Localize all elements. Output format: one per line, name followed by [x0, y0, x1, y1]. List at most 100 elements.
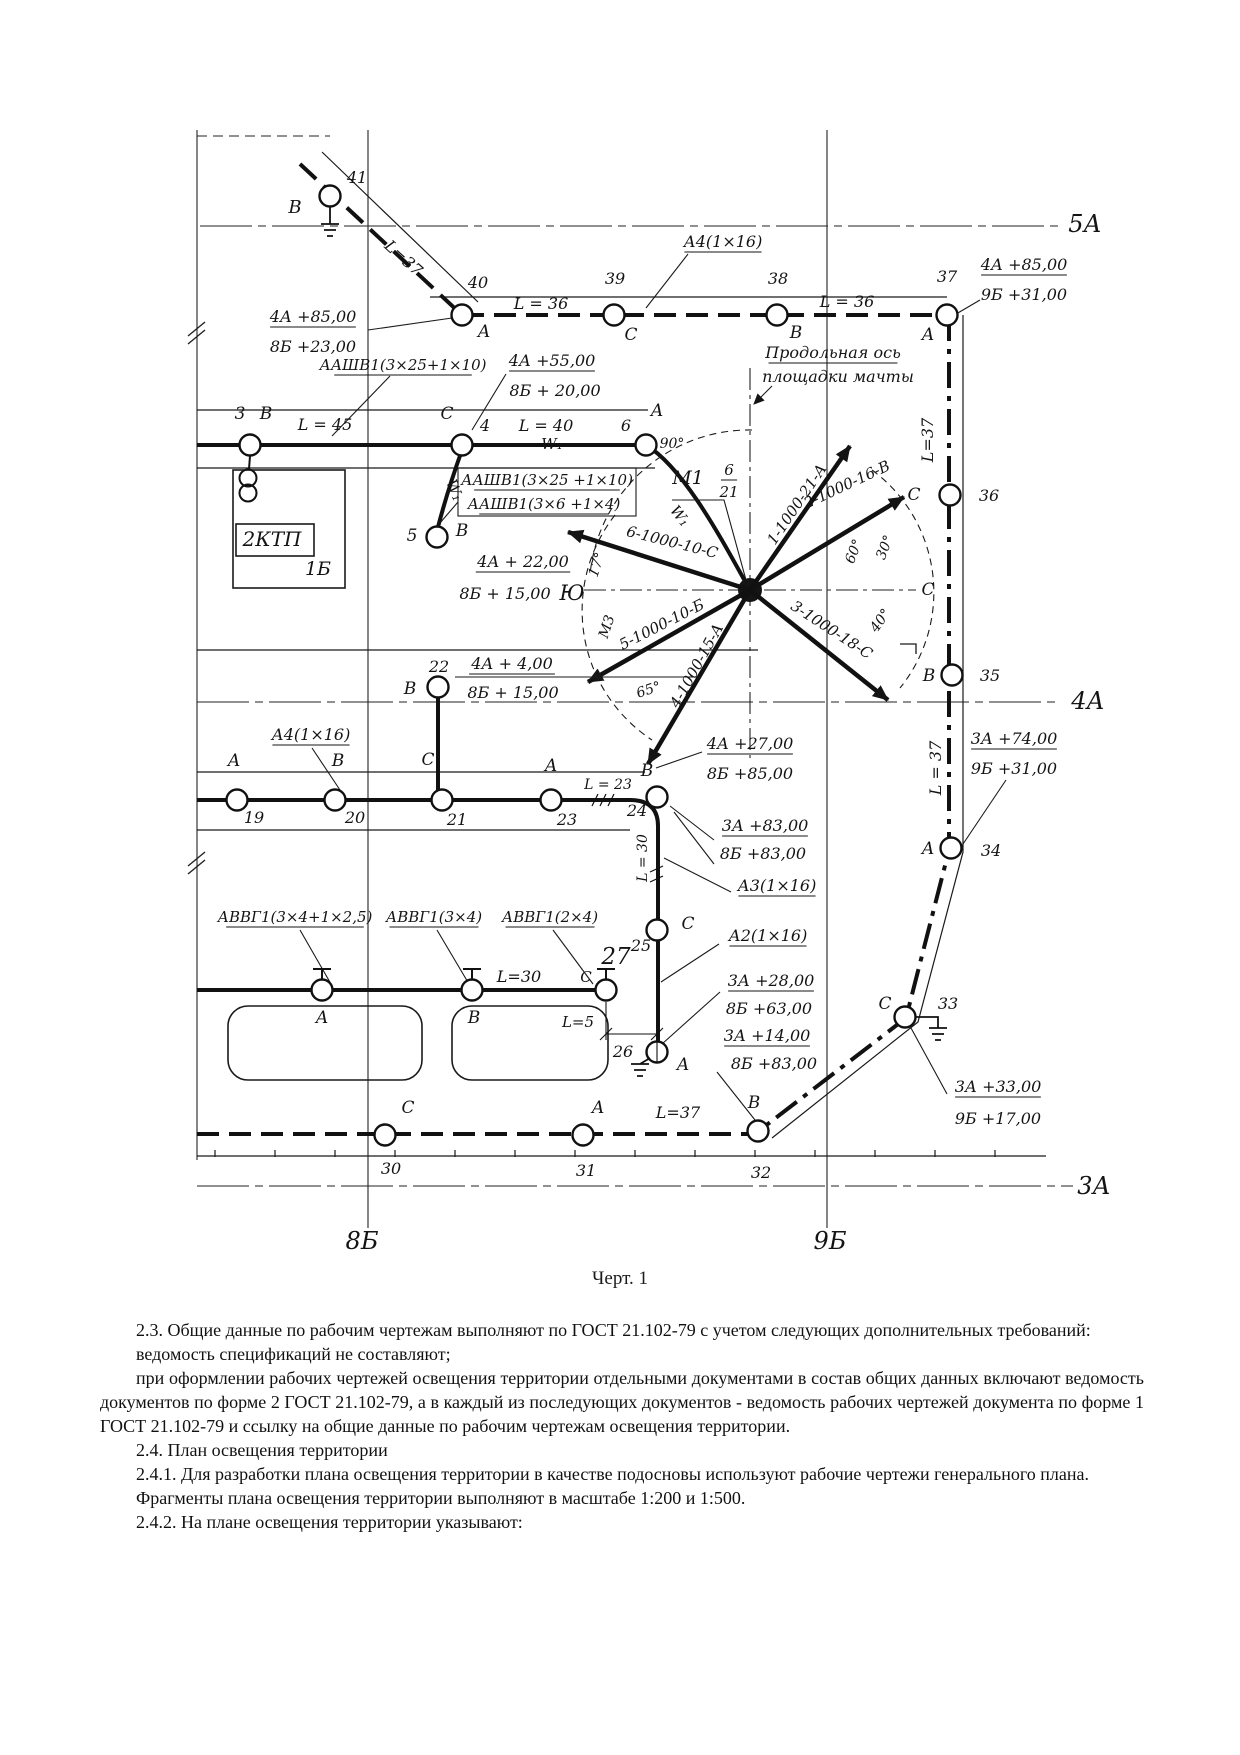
drawing-label: 3А +83,00 [722, 816, 809, 835]
pole-4 [450, 433, 474, 457]
drawing-label: С [401, 1098, 414, 1118]
drawing-label: 3А +14,00 [724, 1026, 811, 1045]
drawing-label: 23 [556, 810, 577, 829]
pole-22 [426, 675, 450, 699]
drawing-label: С [681, 914, 694, 934]
drawing-label: 9Б +31,00 [971, 759, 1057, 778]
pole-24 [645, 785, 669, 809]
drawing-label: ААШВ1(3×6 +1×4) [467, 495, 621, 513]
paragraph: Фрагменты плана освещения территории вып… [136, 1488, 746, 1508]
pole-5 [425, 525, 449, 549]
drawing-label: 60° [842, 537, 866, 566]
pole-21 [430, 788, 454, 812]
building-outline [227, 1005, 423, 1081]
drawing-label: 4А +85,00 [980, 255, 1068, 274]
drawing-label: В [403, 679, 417, 699]
drawing-label: А4(1×16) [683, 232, 763, 251]
angle-arc [589, 429, 753, 576]
drawing-label: 31 [576, 1161, 596, 1180]
drawing-label: L=5 [561, 1013, 594, 1031]
drawing-label: W₁ [666, 502, 693, 530]
drawing-label: 3А +28,00 [728, 971, 815, 990]
drawing-label: 25 [630, 936, 651, 955]
drawing-label: 37 [937, 267, 958, 286]
drawing-label: 40 [467, 273, 488, 292]
ray-5 [586, 588, 752, 684]
drawing-label: 33 [938, 994, 958, 1013]
drawing-label: L = 30 [635, 834, 651, 883]
drawing-label: А [921, 839, 935, 859]
pole-35 [940, 663, 964, 687]
drawing-label: L = 23 [583, 777, 632, 793]
drawing-label: 1Б [305, 558, 331, 580]
drawing-label: ААШВ1(3×25+1×10) [318, 356, 486, 374]
buildings [227, 467, 637, 1081]
cable-label-box [457, 467, 637, 517]
pole-34 [939, 836, 963, 860]
ray-6 [567, 529, 751, 593]
drawing-label: В [331, 751, 345, 771]
pole-37 [935, 303, 959, 327]
drawing-label: А [921, 325, 935, 345]
drawing-label: 19 [244, 808, 264, 827]
drawing-label: 38 [768, 269, 788, 288]
drawing-label: 27 [600, 944, 631, 970]
drawing-label: 9Б [814, 1227, 847, 1255]
drawing-label: 24 [626, 801, 647, 820]
drawing-label: 8Б +83,00 [731, 1054, 817, 1073]
drawing-label: 4А + 22,00 [476, 552, 569, 571]
site-outline [197, 151, 1046, 1157]
dimension-l5 [599, 1002, 664, 1062]
drawing-label: В [455, 521, 469, 541]
ray-2 [748, 495, 906, 592]
drawing-label: 17° [586, 550, 609, 579]
drawing-label: С [440, 404, 453, 424]
transformer-icon [238, 455, 258, 503]
pole-38 [765, 303, 789, 327]
drawing-label: А [227, 751, 241, 771]
bracket-symbol [900, 643, 917, 654]
drawing-label: Продольная ось [764, 343, 901, 362]
drawing-label: 65° [634, 679, 663, 702]
paragraph: 2.3. Общие данные по рабочим чертежам вы… [136, 1320, 1091, 1340]
hatch-marks [649, 865, 664, 883]
drawing-label: L = 36 [513, 294, 569, 313]
drawing-label: АВВГ1(3×4+1×2,5) [217, 908, 373, 926]
drawing-label: 4А +85,00 [269, 307, 357, 326]
drawing-label: Ю [558, 581, 584, 605]
drawing-label: 4А + 4,00 [470, 654, 553, 673]
drawing-label: 2КТП [242, 527, 303, 551]
drawing-label: С [921, 580, 934, 600]
pole-3 [238, 433, 262, 457]
drawing-label: 41 [346, 168, 367, 187]
pole-lamp-a [310, 978, 334, 1002]
drawing-label: 3А [1077, 1172, 1110, 1200]
drawing-label: А2(1×16) [728, 926, 808, 945]
ray-3 [748, 588, 890, 702]
pole-33 [893, 1005, 917, 1029]
mast [567, 429, 935, 766]
drawing-label: 34 [981, 841, 1001, 860]
drawing-label: А [676, 1055, 690, 1075]
pole-41 [318, 184, 342, 208]
axis-grid [187, 130, 1073, 1228]
drawing-label: L = 45 [297, 415, 353, 434]
drawing-label: 21 [718, 483, 738, 501]
drawing-label: 26 [612, 1042, 633, 1061]
drawing-label: 3 [235, 404, 246, 424]
ray-1 [748, 444, 852, 592]
drawing-label: L=30 [496, 967, 541, 986]
drawing-label: С [580, 968, 592, 986]
ktp-label-box [235, 523, 315, 557]
drawing-label: 8Б + 15,00 [459, 584, 550, 603]
drawing-label: 90° [660, 436, 685, 452]
drawing-label: W₁ [541, 435, 562, 453]
drawing-label: В [259, 404, 273, 424]
angle-arc [581, 514, 653, 741]
drawing-label: В [747, 1093, 761, 1113]
poles [225, 184, 964, 1147]
lamp-icon [463, 968, 481, 979]
drawing-label: 40° [866, 606, 894, 636]
